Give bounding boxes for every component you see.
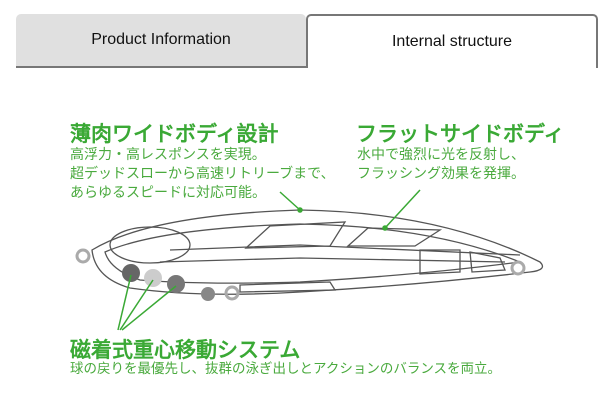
feature-title-thin-wide-body: 薄肉ワイドボディ設計 (70, 122, 279, 146)
desc-line: 水中で強烈に光を反射し、 (357, 147, 525, 163)
tab-product-information[interactable]: Product Information (16, 14, 306, 68)
feature-desc-flat-side-body: 水中で強烈に光を反射し、 フラッシング効果を発揮。 (357, 146, 525, 184)
desc-line: 高浮力・高レスポンスを実現。 (70, 147, 266, 163)
desc-line: あらゆるスピードに対応可能。 (70, 185, 266, 201)
feature-title-flat-side-body: フラットサイドボディ (356, 122, 565, 146)
desc-line: フラッシング効果を発揮。 (357, 166, 525, 182)
feature-desc-magnetic-weight-system: 球の戻りを最優先し、抜群の泳ぎ出しとアクションのバランスを両立。 (70, 360, 501, 379)
tab-internal-structure[interactable]: Internal structure (306, 14, 598, 68)
desc-line: 球の戻りを最優先し、抜群の泳ぎ出しとアクションのバランスを両立。 (70, 361, 502, 377)
feature-desc-thin-wide-body: 高浮力・高レスポンスを実現。 超デッドスローから高速リトリーブまで、 あらゆるス… (70, 146, 335, 203)
feature-title-magnetic-weight-system: 磁着式重心移動システム (70, 338, 301, 362)
desc-line: 超デッドスローから高速リトリーブまで、 (70, 166, 335, 182)
weight-balls (122, 264, 215, 301)
